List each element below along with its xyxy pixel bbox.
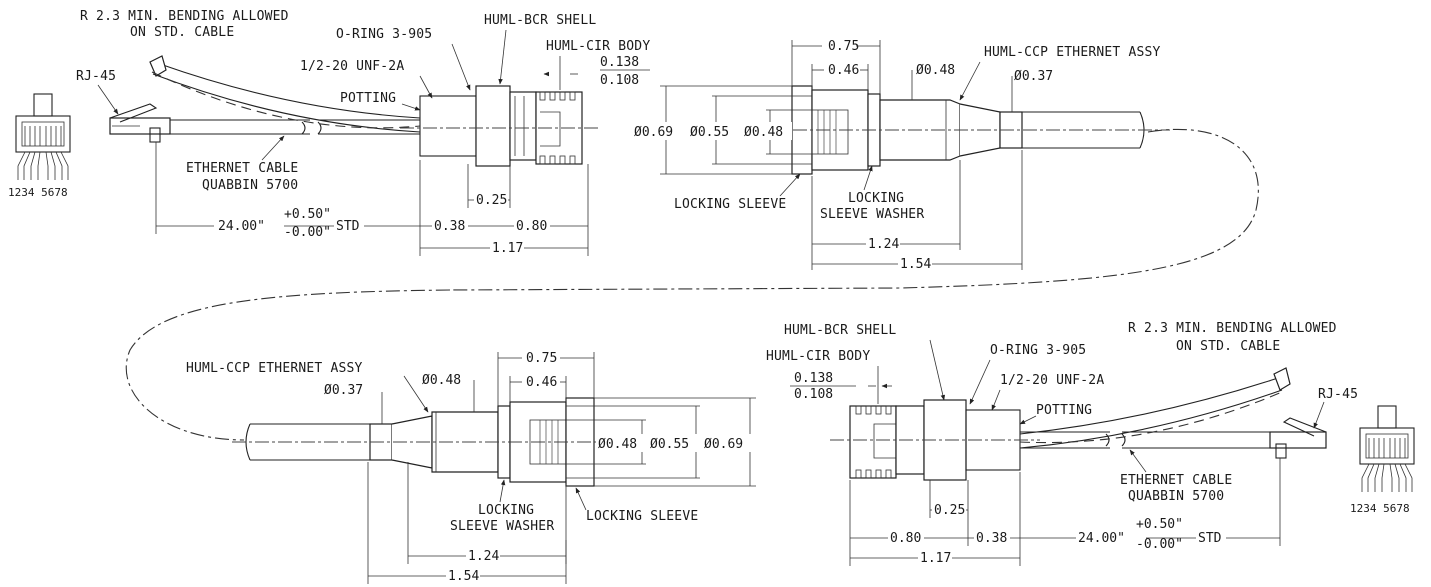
- std-label: STD: [1198, 531, 1222, 546]
- dim-24: 24.00": [1078, 531, 1125, 546]
- cable-label-2: QUABBIN 5700: [202, 178, 298, 193]
- assembly-bottom-right: HUML-BCR SHELL HUML-CIR BODY 0.138 0.108…: [766, 321, 1415, 566]
- potting-label: POTTING: [1036, 403, 1092, 418]
- cable-label: ETHERNET CABLE: [186, 161, 298, 176]
- dim-0138: 0.138: [600, 55, 639, 70]
- bend-note-2: ON STD. CABLE: [130, 25, 234, 40]
- dim-154: 1.54: [900, 257, 931, 272]
- dim-154: 1.54: [448, 569, 479, 584]
- dim-075: 0.75: [828, 39, 859, 54]
- dia-037: Ø0.37: [1014, 69, 1053, 84]
- connector-bottom-left: [232, 397, 612, 487]
- dia-055: Ø0.55: [690, 125, 729, 140]
- rj45-pinout-bottom-right: 1234 5678: [1350, 405, 1415, 515]
- tol-minus: -0.00": [284, 225, 331, 240]
- shell-label: HUML-BCR SHELL: [784, 323, 896, 338]
- pin-numbers: 1234 5678: [1350, 502, 1410, 515]
- thread-label: 1/2-20 UNF-2A: [1000, 373, 1104, 388]
- bend-note: R 2.3 MIN. BENDING ALLOWED: [80, 9, 289, 24]
- ccp-label: HUML-CCP ETHERNET ASSY: [984, 45, 1161, 60]
- cable-loop-left: [125, 289, 451, 441]
- dia-069: Ø0.69: [704, 437, 743, 452]
- dim-046: 0.46: [526, 375, 557, 390]
- dim-124: 1.24: [868, 237, 899, 252]
- dim-117: 1.17: [492, 241, 523, 256]
- cable-label-2: QUABBIN 5700: [1128, 489, 1224, 504]
- thread-label: 1/2-20 UNF-2A: [300, 59, 404, 74]
- dim-080: 0.80: [890, 531, 921, 546]
- dia-037: Ø0.37: [324, 383, 363, 398]
- shell-label: HUML-BCR SHELL: [484, 13, 596, 28]
- dia-069: Ø0.69: [634, 125, 673, 140]
- dia-048: Ø0.48: [744, 125, 783, 140]
- dim-24: 24.00": [218, 219, 265, 234]
- dim-080: 0.80: [516, 219, 547, 234]
- bend-note-2: ON STD. CABLE: [1176, 339, 1280, 354]
- locking-sleeve-label: LOCKING SLEEVE: [674, 197, 786, 212]
- dim-038: 0.38: [976, 531, 1007, 546]
- ethernet-cable-top-left: [149, 55, 421, 135]
- connector-top-left: [400, 85, 600, 167]
- assembly-bottom-left: HUML-CCP ETHERNET ASSY Ø0.37 Ø0.48 0.75 …: [186, 351, 762, 584]
- dim-025: 0.25: [934, 503, 965, 518]
- body-label: HUML-CIR BODY: [546, 39, 650, 54]
- dim-075: 0.75: [526, 351, 557, 366]
- dia-048-top: Ø0.48: [422, 373, 461, 388]
- std-label: STD: [336, 219, 360, 234]
- dim-117: 1.17: [920, 551, 951, 566]
- assembly-top-right: 0.75 0.46 Ø0.48 Ø0.37 HUML-CCP ETHERNET …: [632, 39, 1170, 272]
- washer-label: LOCKING: [848, 191, 904, 206]
- dim-038: 0.38: [434, 219, 465, 234]
- rj45-plug-side: [109, 103, 171, 143]
- oring-label: O-RING 3-905: [990, 343, 1086, 358]
- tol-plus: +0.50": [284, 207, 331, 222]
- connector-top-right: [770, 85, 1170, 175]
- washer-label-2: SLEEVE WASHER: [820, 207, 924, 222]
- dia-055: Ø0.55: [650, 437, 689, 452]
- rj45-pinout-top-left: 1234 5678: [8, 93, 71, 199]
- dim-046: 0.46: [828, 63, 859, 78]
- dim-0108: 0.108: [600, 73, 639, 88]
- dim-0138: 0.138: [794, 371, 833, 386]
- dia-048: Ø0.48: [598, 437, 637, 452]
- washer-label-2: SLEEVE WASHER: [450, 519, 554, 534]
- locking-sleeve-label: LOCKING SLEEVE: [586, 509, 698, 524]
- cable-loop-right: [449, 128, 1259, 291]
- body-label: HUML-CIR BODY: [766, 349, 870, 364]
- washer-label: LOCKING: [478, 503, 534, 518]
- tol-minus: -0.00": [1136, 537, 1183, 552]
- rj45-label: RJ-45: [1318, 387, 1358, 402]
- rj45-label: RJ-45: [76, 69, 116, 84]
- bend-note: R 2.3 MIN. BENDING ALLOWED: [1128, 321, 1337, 336]
- dia-048-top: Ø0.48: [916, 63, 955, 78]
- pin-numbers: 1234 5678: [8, 186, 68, 199]
- dim-0108: 0.108: [794, 387, 833, 402]
- dim-025: 0.25: [476, 193, 507, 208]
- connector-bottom-right: [830, 367, 1327, 481]
- potting-label: POTTING: [340, 91, 396, 106]
- dim-124: 1.24: [468, 549, 499, 564]
- cable-label: ETHERNET CABLE: [1120, 473, 1232, 488]
- tol-plus: +0.50": [1136, 517, 1183, 532]
- ccp-label: HUML-CCP ETHERNET ASSY: [186, 361, 363, 376]
- assembly-top-left: 1234 5678 RJ-45 R 2.3 MIN. BENDING ALLOW…: [8, 9, 650, 256]
- oring-label: O-RING 3-905: [336, 27, 432, 42]
